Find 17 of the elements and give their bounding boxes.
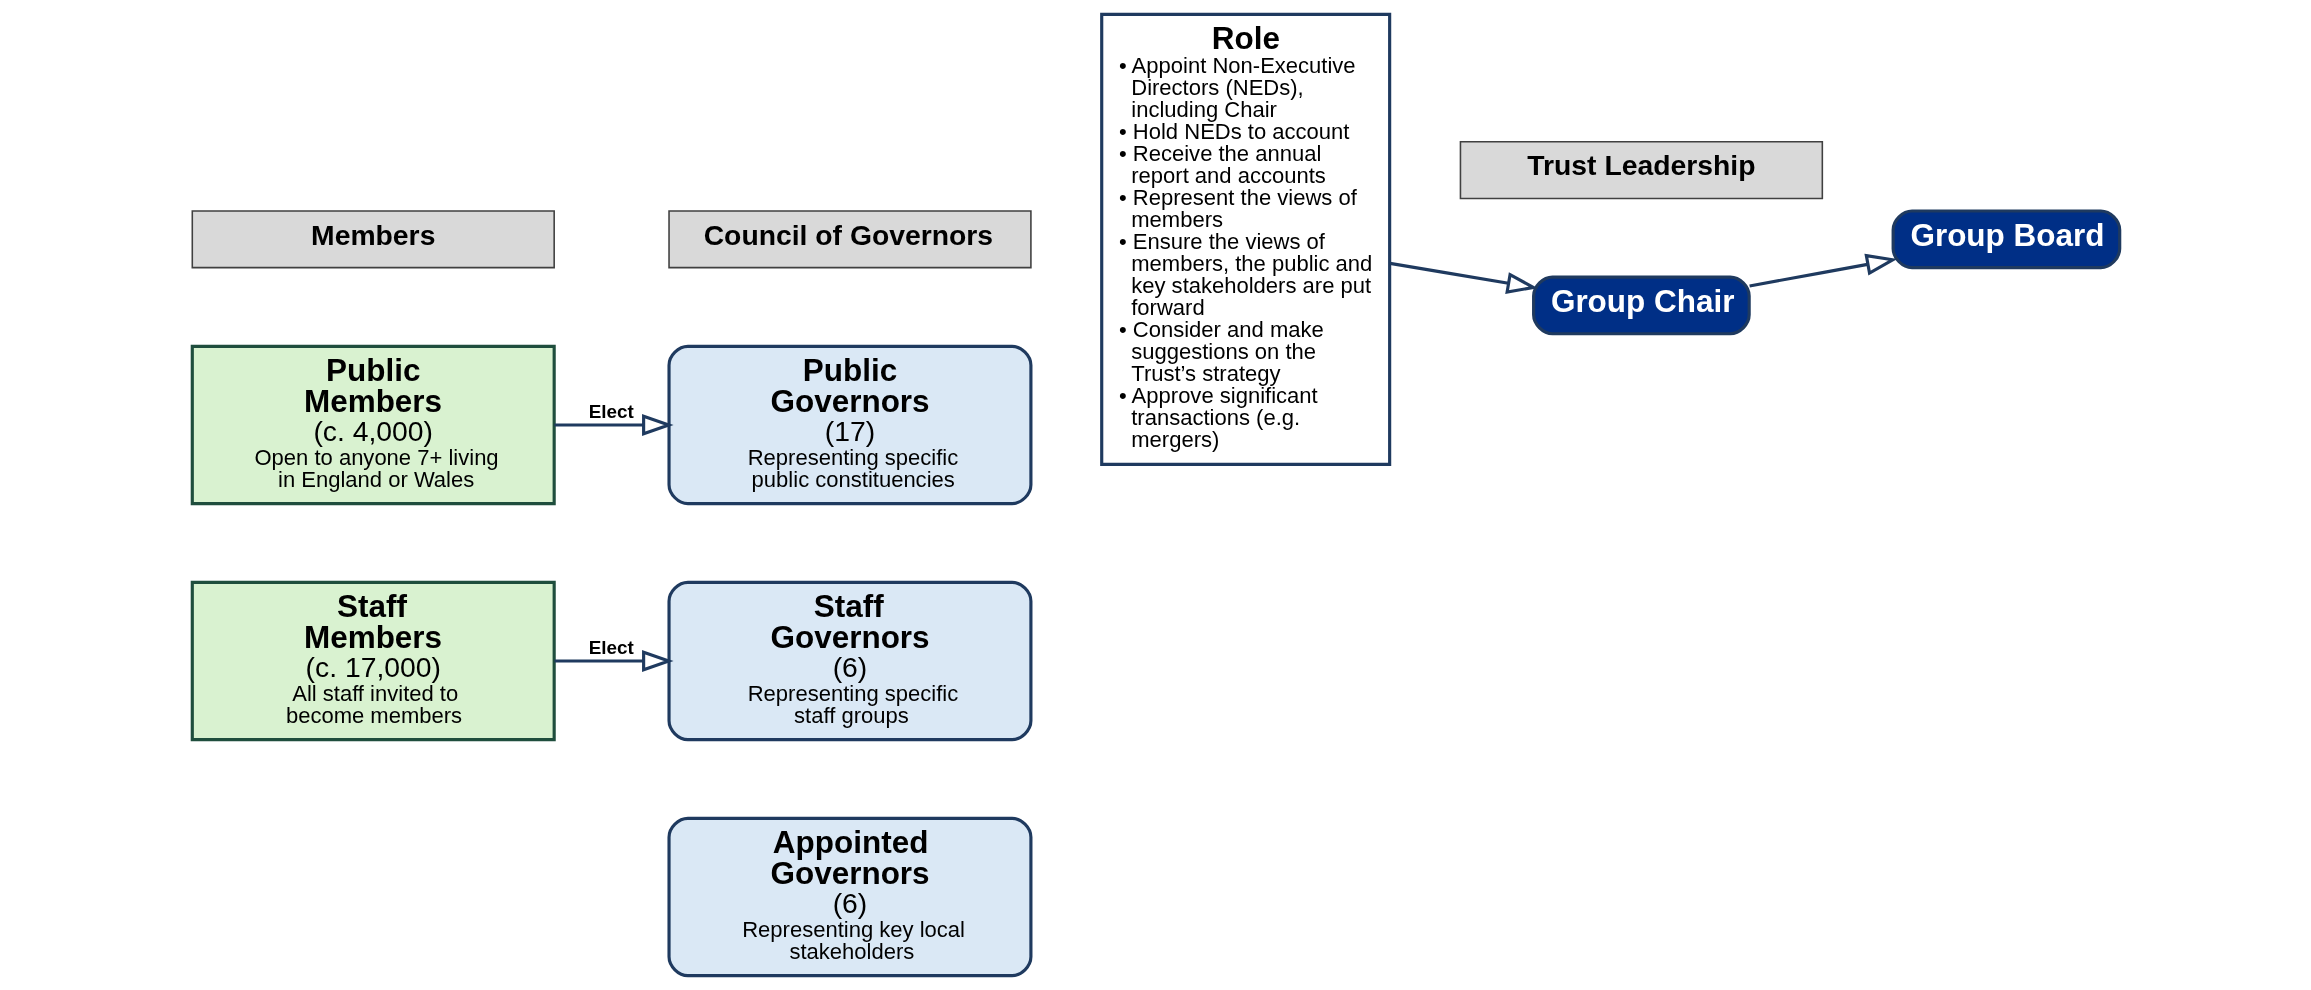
node-box: Group Board [1891,209,2121,270]
node-box: Members [191,210,555,269]
node-box: Council of Governors [667,210,1032,269]
node-box: Trust Leadership [1459,141,1823,200]
node-box: Group Chair [1531,275,1751,336]
edge-label: Elect [588,637,634,659]
node-box: Role • Appoint Non-Executive Directors (NEDs), including Chair • Hold NEDs to account • Receive the annual report and accounts • Represent the views of members • Ensure the views of members, the public and key stakeholders are put forward • Consider and make suggestions on the Trust’s strategy • Approve significant transactions (e.g. mergers) [1099,12,1391,466]
node-box: Staff Members (c. 17,000) All staff invited to become members [190,580,556,742]
edge-label: Elect [588,401,634,423]
arrow [1389,261,1538,294]
arrow [1748,253,1897,288]
node-box: Public Members (c. 4,000) Open to anyone 7+ living in England or Wales [190,344,556,506]
arrow [554,413,674,436]
node-box: Appointed Governors (6) Representing key local stakeholders [666,816,1032,978]
arrow [554,649,674,672]
node-box: Public Governors (17) Representing specific public constituencies [666,344,1032,506]
node-box: Staff Governors (6) Representing specific staff groups [666,580,1032,742]
